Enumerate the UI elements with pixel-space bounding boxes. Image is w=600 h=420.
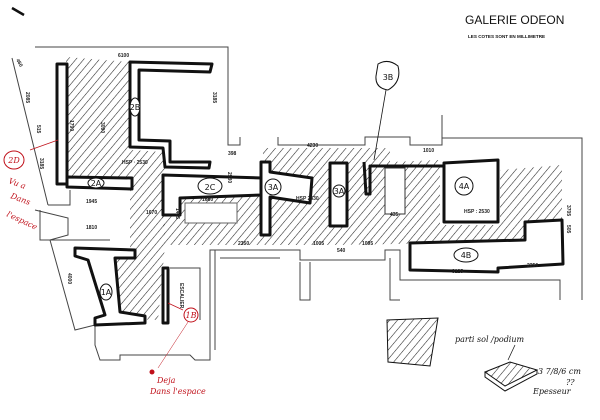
annotation-2d-label: 2D — [7, 156, 20, 165]
dim-1010: 1010 — [423, 148, 434, 154]
room-2c-label: 2C — [205, 183, 216, 192]
dim-540: 540 — [337, 248, 346, 254]
hatched-zone-left — [66, 57, 130, 182]
room-3a-second-label: 3A — [334, 187, 345, 196]
dim-1095: 1095 — [362, 241, 373, 247]
dim-2085: 2085 — [24, 92, 30, 103]
annotation-espace: l'espace — [5, 210, 39, 232]
thickness-values: 3 7/8/6 cm — [538, 367, 581, 376]
wall-2d — [55, 62, 69, 186]
annotation-deja: Deja — [156, 376, 176, 385]
annotation-vu-a: Vu a — [7, 176, 27, 191]
annotation-dans: Dans — [8, 191, 31, 207]
thickness-question: ?? — [566, 378, 575, 387]
room-3b-label: 3B — [383, 73, 394, 82]
plan-title: GALERIE ODEON — [465, 13, 564, 27]
dim-4230: 4230 — [307, 143, 318, 149]
dim-2350: 2350 — [238, 241, 249, 247]
dim-1790: 1790 — [68, 120, 74, 131]
room-2b-circle — [129, 97, 141, 117]
room-labels: 2B 2A 2C 3A 3A 3B 4A 4B 1A ESCALIER — [87, 60, 479, 309]
title-block: GALERIE ODEON LES COTES SONT EN MILLIMET… — [465, 13, 564, 39]
wall-2b — [128, 60, 214, 170]
dim-1810: 1810 — [86, 225, 97, 231]
annotation-deja-espace: Dans l'espace — [149, 387, 206, 396]
room-1a-circle — [99, 283, 113, 301]
room-4a-label: 4A — [459, 182, 470, 191]
dim-2250: 2250 — [527, 263, 538, 269]
dim-3705: 3705 — [565, 205, 571, 216]
annotation-1b-leader — [167, 302, 184, 311]
legend-leader — [507, 344, 516, 361]
dim-460: 460 — [14, 58, 23, 68]
room-3a-second-circle — [332, 184, 346, 198]
room-2a-label: 2A — [91, 179, 102, 188]
hsp-center: HSP 2530 — [296, 196, 319, 202]
dim-515: 515 — [35, 125, 41, 134]
dim-4000: 4000 — [66, 273, 72, 284]
annotation-2d-circle — [3, 150, 25, 170]
annotation-2d-leader — [29, 139, 59, 151]
dim-3125: 3125 — [452, 269, 463, 275]
annotation-1b-label: 1B — [186, 311, 197, 320]
room-2b-label: 2B — [130, 103, 141, 112]
wall-1b — [161, 266, 170, 325]
room-3a-label: 3A — [268, 183, 279, 192]
dim-6100: 6100 — [118, 53, 129, 59]
dimension-labels: 6100 460 2085 515 3185 1790 3090 3185 39… — [14, 53, 571, 284]
building-outline — [11, 46, 583, 361]
dim-3185-right: 3185 — [211, 92, 217, 103]
dim-435: 435 — [390, 212, 399, 218]
legend-hatch-swatch — [386, 317, 439, 367]
dim-3185-left: 3185 — [38, 158, 44, 169]
room-3a-circle — [264, 178, 282, 196]
thickness-label: Epesseur — [532, 387, 572, 396]
dim-1005: 1005 — [313, 241, 324, 247]
wall-3b — [362, 161, 445, 196]
room-2a-circle — [87, 177, 105, 189]
dim-1670: 1670 — [146, 210, 157, 216]
dim-1425: 1425 — [174, 208, 180, 219]
room-1a-label: 1A — [101, 288, 112, 297]
stair-label: ESCALIER — [178, 283, 184, 309]
dim-1945: 1945 — [86, 199, 97, 205]
wall-4b — [408, 218, 565, 274]
podium-sketch-edge — [484, 370, 538, 392]
dim-3090: 3090 — [99, 122, 105, 133]
room-2c-circle — [197, 177, 223, 195]
annotation-dot — [149, 369, 155, 375]
room-4b-label: 4B — [461, 251, 472, 260]
room-3b-leader — [373, 89, 387, 161]
legend-label: parti sol /podium — [455, 335, 525, 344]
vitrine-2c — [184, 202, 238, 224]
pen-mark — [11, 6, 25, 17]
room-3b-circle — [375, 60, 400, 91]
hsp-4a: HSP : 2530 — [464, 209, 490, 215]
dim-398: 398 — [228, 151, 237, 157]
dim-1680: 1680 — [202, 197, 213, 203]
legend: parti sol /podium 3 7/8/6 cm ?? Epesseur — [386, 317, 581, 396]
hsp-left: HSP · 2530 — [122, 160, 148, 166]
dim-2530: 2530 — [226, 172, 232, 183]
annotation-1b-leader-2 — [157, 321, 189, 369]
vitrine-3b — [384, 167, 406, 215]
annotation-1b-circle — [183, 307, 199, 323]
plan-subtitle: LES COTES SONT EN MILLIMETRE — [468, 34, 545, 39]
dim-505: 505 — [565, 225, 571, 234]
room-4b-circle — [453, 247, 479, 263]
room-4a-circle — [454, 176, 474, 196]
